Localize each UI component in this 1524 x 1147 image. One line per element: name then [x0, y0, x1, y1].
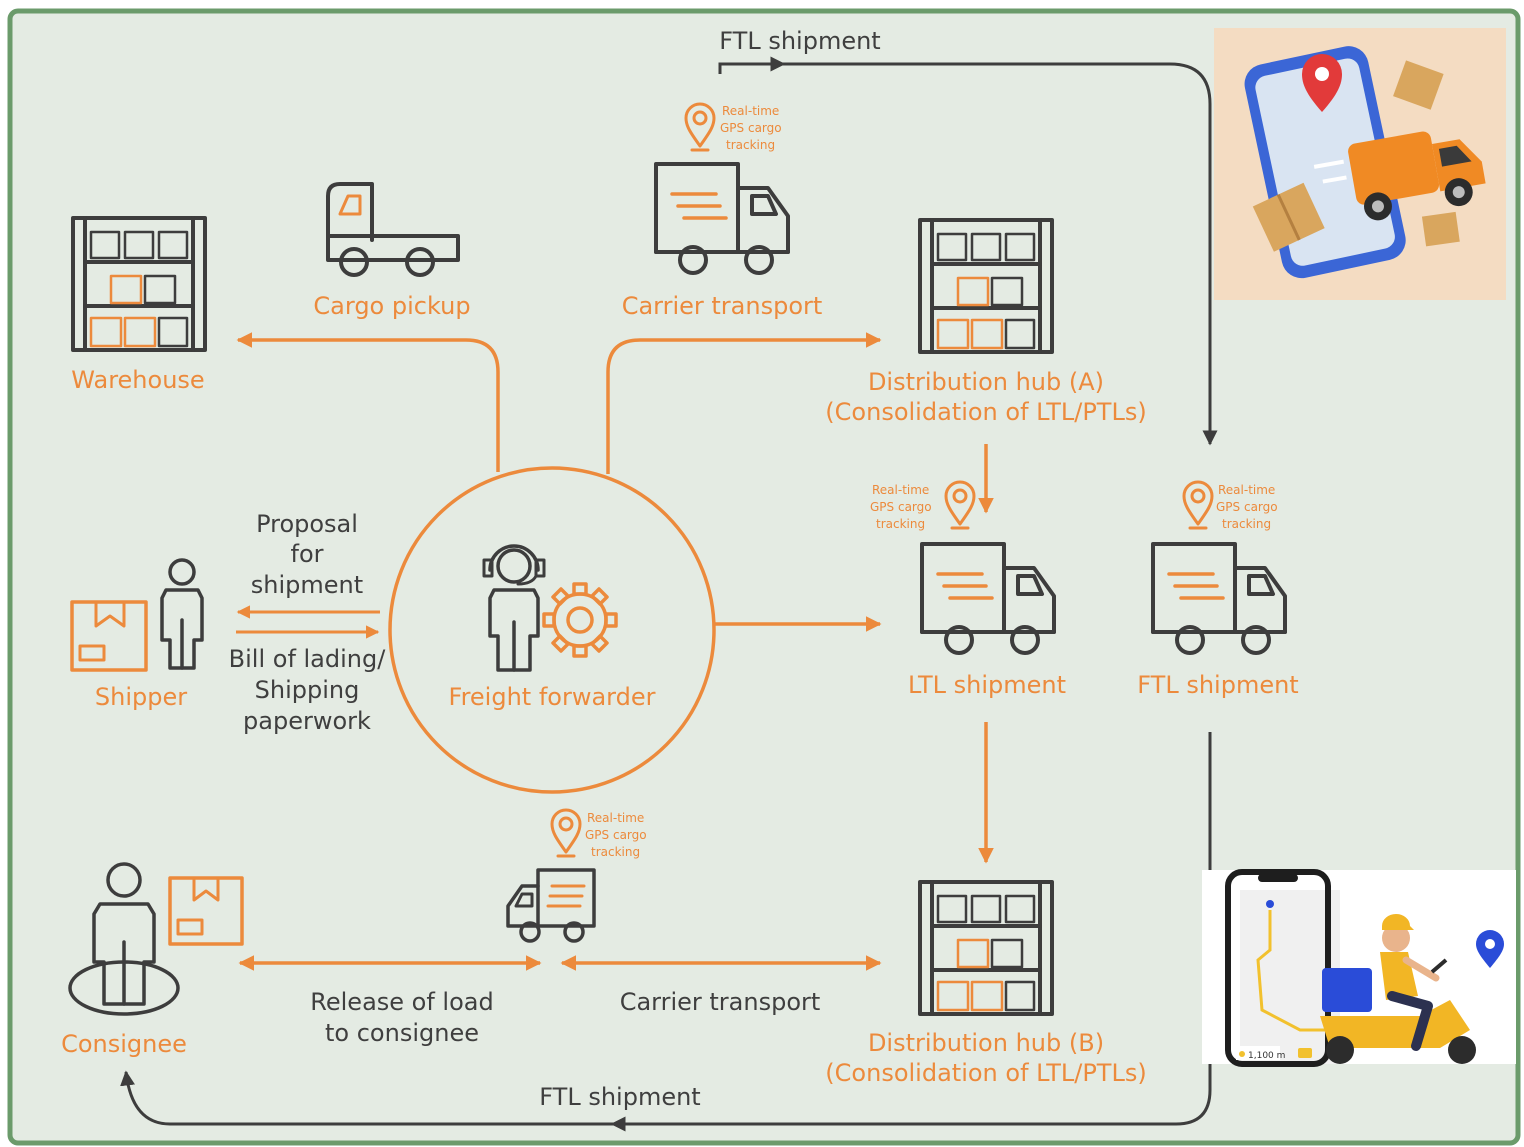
- svg-text:1,100 m: 1,100 m: [1248, 1051, 1285, 1061]
- release-label: Release of load to consignee: [310, 988, 493, 1047]
- ftl-top-label: FTL shipment: [719, 27, 880, 55]
- svg-text:GPS cargo: GPS cargo: [1216, 500, 1278, 514]
- freight-forwarder-label: Freight forwarder: [449, 683, 656, 711]
- svg-text:tracking: tracking: [591, 845, 640, 859]
- proposal-label: Proposal for shipment: [251, 510, 363, 599]
- gps-tracking-note: Real-time GPS cargo tracking: [870, 483, 932, 531]
- ltl-shipment-label: LTL shipment: [908, 671, 1066, 699]
- warehouse-label: Warehouse: [71, 366, 204, 394]
- svg-text:Bill of lading/: Bill of lading/: [229, 645, 387, 673]
- freight-forwarder-circle: [388, 466, 716, 794]
- carrier-transport-bottom-label: Carrier transport: [620, 988, 821, 1016]
- hub-a-title: Distribution hub (A): [868, 368, 1104, 396]
- gear-icon: [542, 582, 618, 658]
- hub-b-subtitle: (Consolidation of LTL/PTLs): [825, 1059, 1146, 1087]
- scooter-map-illustration: 1,100 m: [1202, 869, 1516, 1067]
- carrier-transport-top-label: Carrier transport: [622, 292, 823, 320]
- svg-text:Real-time: Real-time: [1218, 483, 1275, 497]
- svg-text:tracking: tracking: [876, 517, 925, 531]
- hub-b-title: Distribution hub (B): [868, 1029, 1104, 1057]
- delivery-truck-icon: [506, 868, 596, 943]
- svg-text:to consignee: to consignee: [325, 1019, 479, 1047]
- ftl-shipment-label: FTL shipment: [1137, 671, 1298, 699]
- svg-text:Real-time: Real-time: [872, 483, 929, 497]
- to-warehouse-arrow: [236, 332, 500, 472]
- svg-text:paperwork: paperwork: [243, 707, 371, 735]
- ftl-top-arrow: [718, 62, 1218, 446]
- shipper-label: Shipper: [95, 683, 187, 711]
- flatbed-truck-icon: [326, 182, 460, 277]
- svg-text:Real-time: Real-time: [722, 104, 779, 118]
- hub-a-subtitle: (Consolidation of LTL/PTLs): [825, 398, 1146, 426]
- consignee-label: Consignee: [61, 1030, 187, 1058]
- svg-text:GPS cargo: GPS cargo: [870, 500, 932, 514]
- gps-tracking-note: Real-time GPS cargo tracking: [720, 104, 782, 152]
- consignee-icon: [68, 862, 180, 1016]
- delivery-phone-illustration: [1214, 28, 1506, 300]
- gps-tracking-note: Real-time GPS cargo tracking: [585, 811, 647, 859]
- svg-text:shipment: shipment: [251, 571, 363, 599]
- diagram-frame: [7, 8, 1521, 1146]
- svg-text:Release of load: Release of load: [310, 988, 493, 1016]
- svg-text:Proposal: Proposal: [256, 510, 358, 538]
- gps-tracking-note: Real-time GPS cargo tracking: [1216, 483, 1278, 531]
- svg-text:Real-time: Real-time: [587, 811, 644, 825]
- paperwork-label: Bill of lading/ Shipping paperwork: [229, 645, 387, 735]
- package-icon: [168, 876, 244, 946]
- svg-text:Shipping: Shipping: [255, 676, 360, 704]
- ftl-bottom-label: FTL shipment: [539, 1083, 700, 1111]
- svg-text:GPS cargo: GPS cargo: [585, 828, 647, 842]
- svg-text:for: for: [291, 540, 324, 568]
- svg-text:tracking: tracking: [726, 138, 775, 152]
- cargo-pickup-label: Cargo pickup: [313, 292, 470, 320]
- svg-text:GPS cargo: GPS cargo: [720, 121, 782, 135]
- ftl-bottom-arrow: [120, 732, 1212, 1126]
- to-hub-a-arrow: [606, 332, 882, 474]
- operator-icon: [482, 544, 546, 672]
- package-icon: [70, 600, 148, 672]
- svg-text:tracking: tracking: [1222, 517, 1271, 531]
